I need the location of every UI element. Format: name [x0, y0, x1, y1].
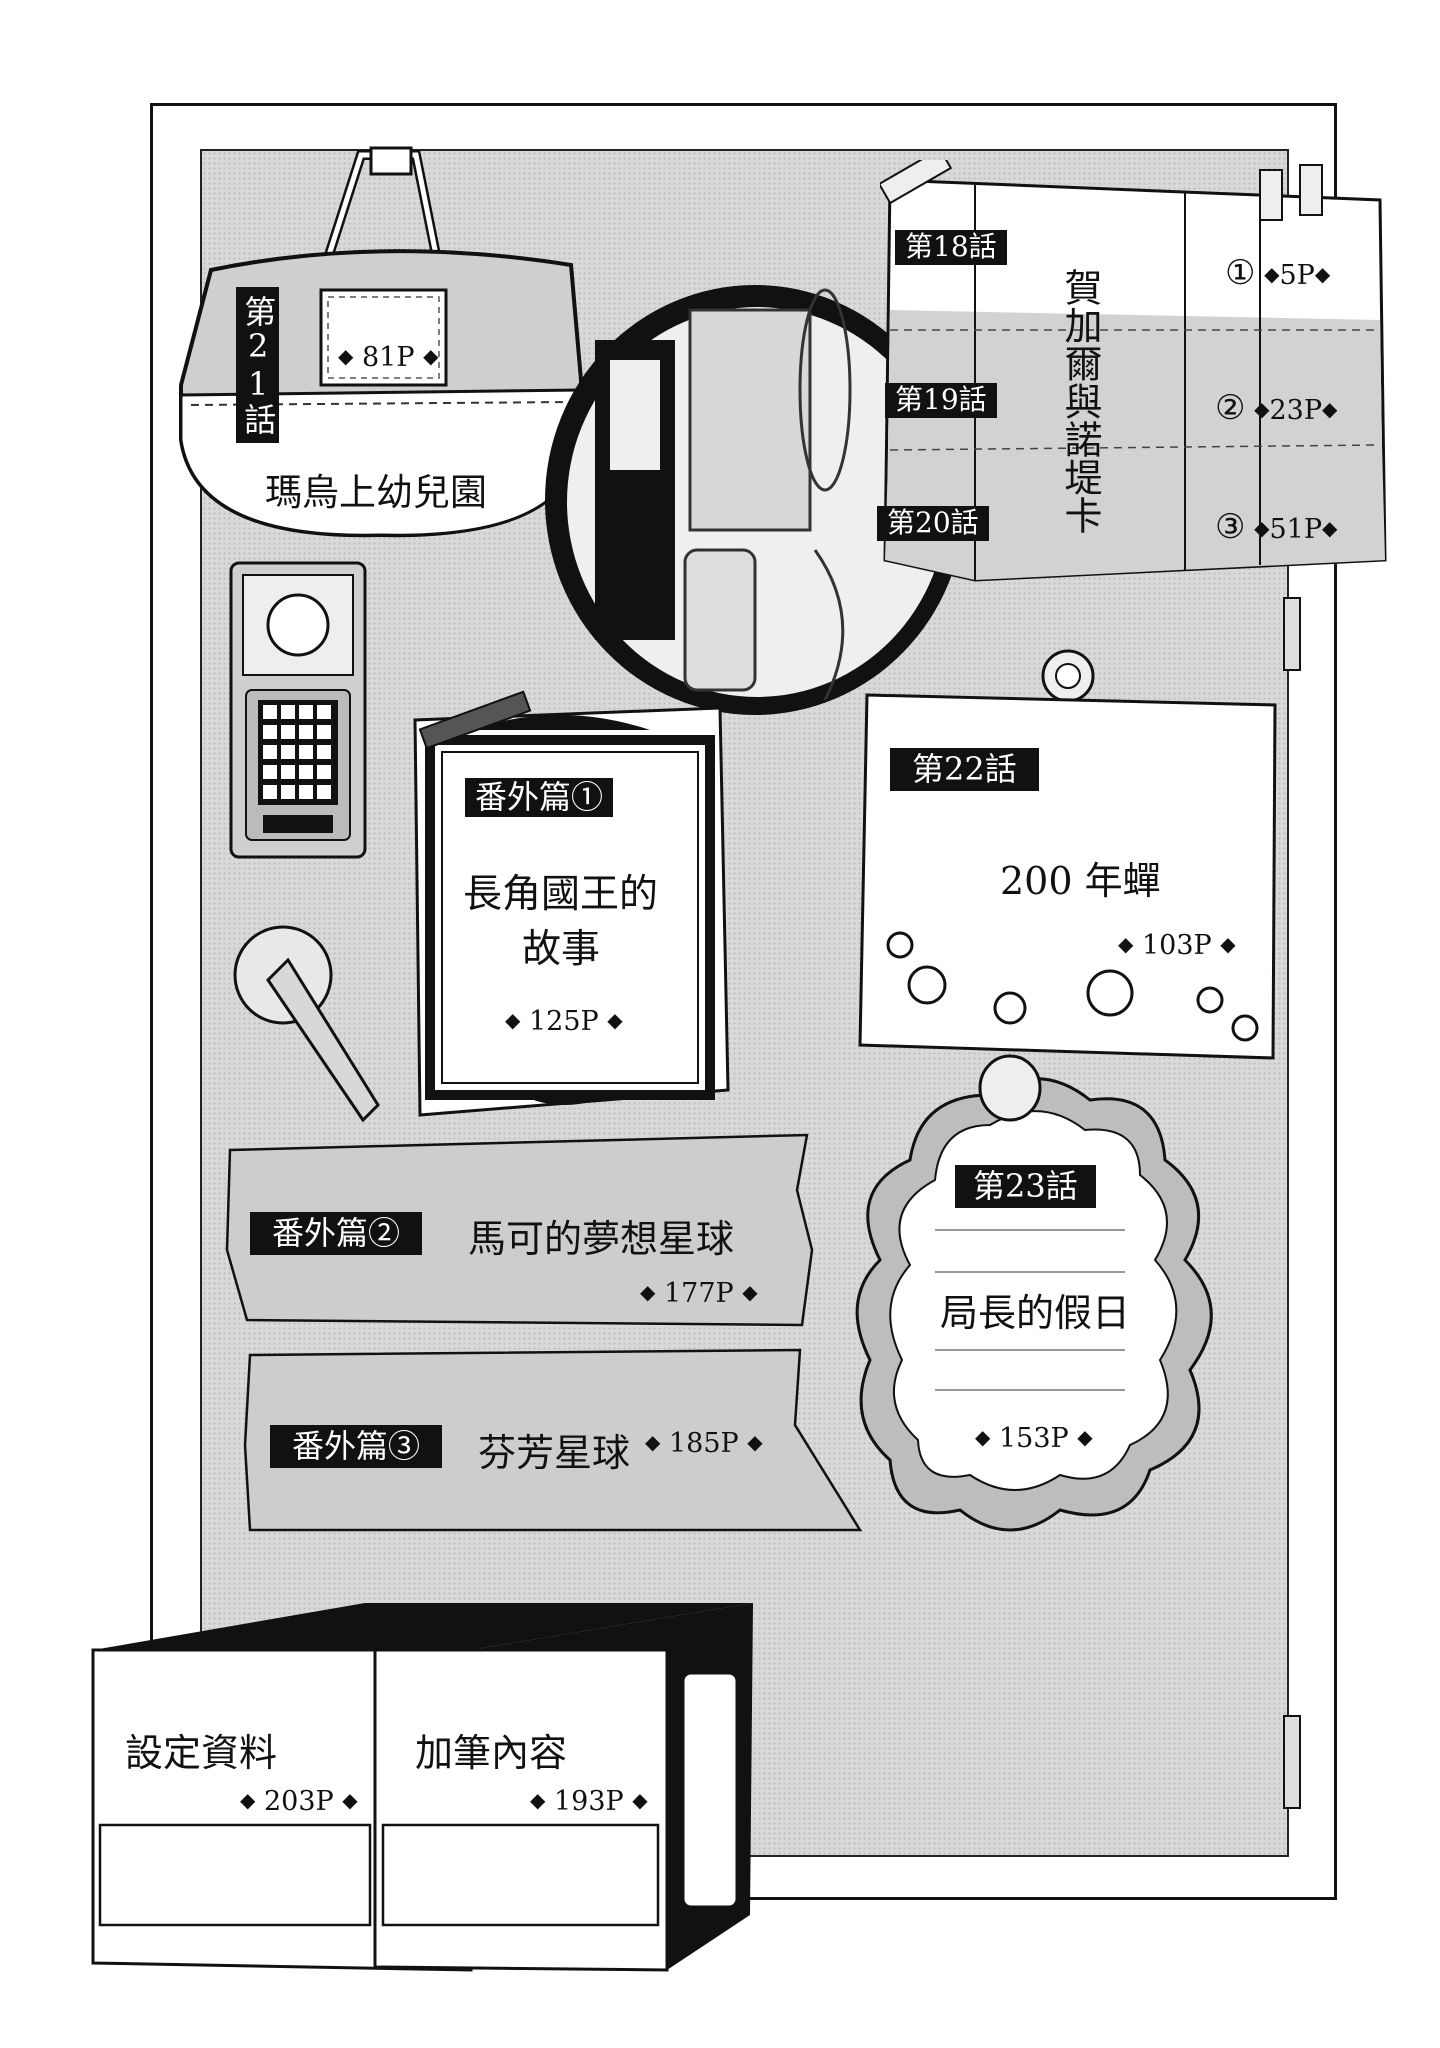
extra2-tag: 番外篇② — [250, 1212, 423, 1256]
ch18-20-title: 賀加爾與諾堤卡 — [1058, 268, 1102, 534]
ch18-page-number: 5P — [1279, 260, 1315, 291]
ch21-page: ◆ 81P ◆ — [338, 342, 439, 373]
ch21-tag: 第21話 — [236, 287, 280, 443]
hinge-bottom — [1283, 1715, 1301, 1809]
bonus-page-number: 193P — [553, 1786, 624, 1817]
extra1-page-number: 125P — [528, 1006, 599, 1037]
ch18-circled: ① — [1225, 253, 1256, 293]
extra2-page: ◆ 177P ◆ — [640, 1278, 758, 1309]
pushpin-icon — [1041, 649, 1095, 703]
ch22-page-number: 103P — [1141, 930, 1212, 961]
cardboard-box — [85, 1595, 765, 1975]
box-icon — [91, 1603, 753, 1972]
ch19-tag: 第19話 — [885, 383, 997, 418]
tote-bag-icon — [179, 146, 583, 538]
extra3-title: 芬芳星球 — [478, 1431, 631, 1475]
settings-page: ◆ 203P ◆ — [240, 1786, 358, 1817]
settings-title: 設定資料 — [125, 1731, 278, 1775]
ch22-tag: 第22話 — [890, 748, 1039, 792]
ch20-page: ③ ◆51P◆ — [1215, 507, 1338, 547]
ch23-page: ◆ 153P ◆ — [975, 1423, 1093, 1454]
extra1-title-line1: 長角國王的 — [463, 872, 659, 917]
ch19-circled: ② — [1215, 388, 1246, 428]
intercom-keypad — [228, 560, 368, 860]
hinge-top — [1283, 597, 1301, 671]
extra3-tag: 番外篇③ — [270, 1425, 443, 1469]
extra1-page: ◆ 125P ◆ — [505, 1006, 623, 1037]
extra3-page-number: 185P — [668, 1428, 739, 1459]
round-mirror — [535, 270, 985, 730]
ch23-tag: 第23話 — [955, 1165, 1096, 1209]
ch19-page-number: 23P — [1269, 395, 1322, 426]
ch21-title: 瑪烏上幼兒園 — [265, 471, 487, 514]
tape-strip-icon — [243, 1348, 863, 1532]
ch22-page: ◆ 103P ◆ — [1118, 930, 1236, 961]
extra1-title-line2: 故事 — [522, 927, 601, 972]
round-mirror-icon — [545, 285, 965, 715]
ch20-page-number: 51P — [1269, 514, 1322, 545]
extra2-title: 馬可的夢想星球 — [468, 1217, 735, 1261]
extra1-tag: 番外篇① — [465, 778, 614, 818]
folded-paper — [880, 160, 1390, 600]
ch23-page-number: 153P — [998, 1423, 1069, 1454]
bonus-page: ◆ 193P ◆ — [530, 1786, 648, 1817]
tape-strip-extra2 — [222, 1130, 817, 1330]
folded-paper-icon — [880, 160, 1387, 582]
ch19-page: ② ◆23P◆ — [1215, 388, 1338, 428]
tape-strip-icon — [225, 1133, 814, 1327]
ch20-circled: ③ — [1215, 507, 1246, 547]
tape-strip-extra3 — [240, 1345, 865, 1540]
bonus-title: 加筆內容 — [415, 1731, 568, 1775]
tote-bag — [176, 140, 586, 540]
extra3-page: ◆ 185P ◆ — [645, 1428, 763, 1459]
pushpin — [1040, 648, 1096, 704]
ch20-tag: 第20話 — [877, 506, 989, 541]
ch22-title: 200 年蟬 — [1000, 859, 1161, 903]
intercom-keypad-icon — [229, 561, 367, 859]
ch23-title: 局長的假日 — [940, 1291, 1131, 1335]
ch18-page: ① ◆5P◆ — [1225, 253, 1331, 293]
ch21-page-number: 81P — [361, 342, 415, 373]
ch18-tag: 第18話 — [895, 230, 1007, 265]
door-handle-icon — [233, 925, 380, 1123]
door-handle — [228, 920, 388, 1130]
settings-page-number: 203P — [263, 1786, 334, 1817]
extra2-page-number: 177P — [663, 1278, 734, 1309]
